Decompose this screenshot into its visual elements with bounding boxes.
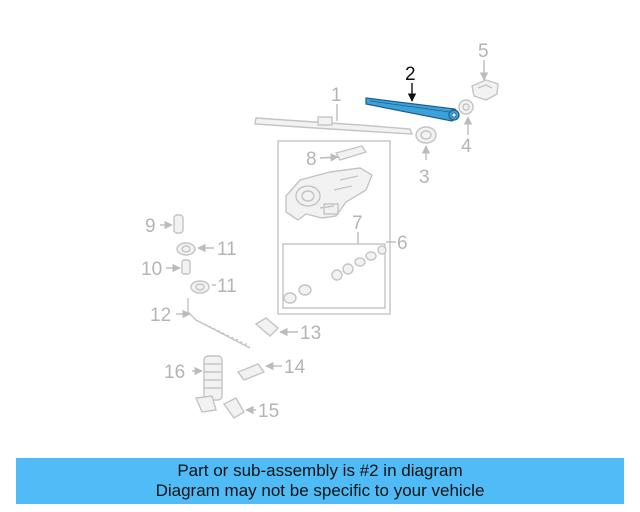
callout-8-leader: [319, 153, 339, 162]
clip-upper: [176, 242, 196, 256]
callout-11b: 11: [217, 276, 237, 297]
motor-box: [277, 140, 391, 315]
callout-10: 10: [141, 259, 162, 280]
caption-line-1: Part or sub-assembly is #2 in diagram: [177, 461, 463, 480]
callout-2: 2: [405, 64, 416, 85]
washer-pump: [194, 355, 223, 413]
shaft: [334, 145, 368, 161]
cap: [458, 99, 474, 115]
callout-9: 9: [145, 216, 156, 237]
pivot-nut: [415, 126, 437, 144]
cover: [471, 79, 499, 101]
parts-diagram: 1 2 3 4 5 8 7: [141, 41, 499, 422]
callout-7: 7: [352, 213, 363, 234]
callout-5: 5: [478, 41, 489, 62]
callout-1: 1: [331, 85, 342, 106]
wiper-motor: [285, 167, 373, 221]
check-valve: [254, 317, 280, 337]
nozzle: [173, 214, 184, 234]
elbow: [222, 397, 245, 419]
callout-13: 13: [300, 323, 321, 344]
connector: [181, 259, 191, 275]
hose: [187, 298, 251, 349]
callout-15: 15: [258, 401, 279, 422]
callout-4: 4: [461, 136, 472, 157]
caption-line-2: Diagram may not be specific to your vehi…: [155, 481, 485, 500]
callout-11a: 11: [217, 239, 237, 260]
callout-8: 8: [306, 149, 317, 170]
clip-lower: [190, 280, 210, 294]
callout-16: 16: [164, 362, 185, 383]
fitting: [236, 363, 266, 381]
wiper-arm-part-2: [365, 97, 460, 122]
callout-12: 12: [150, 305, 171, 326]
wiper-blade: [254, 116, 414, 135]
seal-kit-box: [282, 243, 386, 309]
caption-banner: Part or sub-assembly is #2 in diagram Di…: [16, 458, 624, 504]
callout-3: 3: [419, 167, 430, 188]
callout-6: 6: [397, 233, 408, 254]
grommets: [283, 245, 387, 304]
callout-14: 14: [284, 357, 306, 378]
